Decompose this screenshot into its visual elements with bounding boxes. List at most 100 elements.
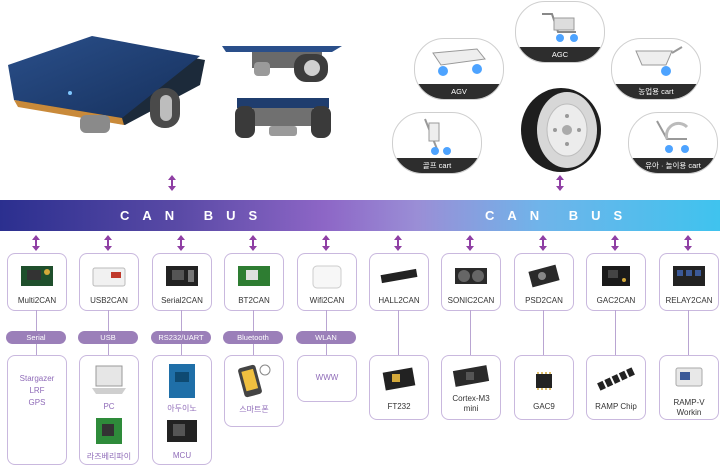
- endpoint-label: RAMP Chip: [595, 402, 637, 411]
- chip-strip-icon: [597, 367, 635, 391]
- module-card-sonic2can: SONIC2CAN: [441, 253, 501, 311]
- endpoint-card-serial: Stargazer LRF GPS: [7, 355, 67, 465]
- module-card-gac2can: GAC2CAN: [586, 253, 646, 311]
- connector-line: [253, 310, 254, 332]
- connector-line: [615, 310, 616, 355]
- application-label: 농업용 cart: [612, 84, 700, 99]
- arduino-icon: [169, 364, 195, 398]
- usb-box-icon: [92, 267, 126, 287]
- ramp-v-module-icon: [675, 367, 703, 387]
- module-card-relay2can: RELAY2CAN: [659, 253, 719, 311]
- double-arrow-icon: [555, 175, 565, 191]
- application-farm-cart: 농업용 cart: [611, 38, 701, 100]
- endpoint-card-uart: 아두이노 MCU: [152, 355, 212, 465]
- module-card-bt2can: BT2CAN: [224, 253, 284, 311]
- application-agc: AGC: [515, 1, 605, 63]
- module-name: BT2CAN: [238, 296, 270, 305]
- module-name: Multi2CAN: [17, 296, 57, 305]
- endpoint-label: Stargazer: [19, 374, 55, 383]
- endpoint-label: GPS: [28, 398, 46, 407]
- module-name: RELAY2CAN: [665, 296, 713, 305]
- connector-line: [108, 344, 109, 356]
- module-name: USB2CAN: [90, 296, 128, 305]
- endpoint-label: FT232: [387, 402, 411, 411]
- double-arrow-icon: [176, 235, 186, 251]
- connector-line: [688, 310, 689, 355]
- module-card-multi2can: Multi2CAN: [7, 253, 67, 311]
- connector-line: [398, 310, 399, 355]
- can-bus-band: [0, 200, 720, 231]
- stroller-icon: [656, 120, 689, 153]
- endpoint-label: mini: [463, 404, 479, 413]
- module-name: HALL2CAN: [378, 296, 420, 305]
- psd-icon: [528, 264, 560, 288]
- connector-line: [36, 344, 37, 356]
- endpoint-card-bluetooth: 스마트폰: [224, 355, 284, 427]
- connector-line: [36, 310, 37, 332]
- endpoint-label: Cortex-M3: [452, 394, 490, 403]
- interface-badge-serial: Serial: [6, 331, 66, 344]
- module-card-usb2can: USB2CAN: [79, 253, 139, 311]
- endpoint-card-wlan: WWW: [297, 355, 357, 402]
- module-name: Wifi2CAN: [309, 296, 345, 305]
- module-card-hall2can: HALL2CAN: [369, 253, 429, 311]
- hub-motor-image: [517, 86, 605, 174]
- wifi-box-icon: [312, 265, 342, 289]
- wheelbarrow-icon: [635, 46, 683, 76]
- application-label: AGC: [516, 47, 604, 62]
- relay-icon: [673, 266, 705, 286]
- board-icon: [21, 266, 53, 286]
- connector-line: [326, 344, 327, 356]
- endpoint-label: GAC9: [533, 402, 555, 411]
- module-card-psd2can: PSD2CAN: [514, 253, 574, 311]
- double-arrow-icon: [393, 235, 403, 251]
- double-arrow-icon: [610, 235, 620, 251]
- double-arrow-icon: [31, 235, 41, 251]
- module-name: GAC2CAN: [596, 296, 636, 305]
- module-card-serial2can: Serial2CAN: [152, 253, 212, 311]
- cortex-board-icon: [452, 365, 490, 387]
- interface-badge-bluetooth: Bluetooth: [223, 331, 283, 344]
- sensor-bar-icon: [380, 268, 418, 284]
- module-card-wifi2can: Wifi2CAN: [297, 253, 357, 311]
- cart-icon: [542, 13, 578, 42]
- interface-badge-usb: USB: [78, 331, 138, 344]
- endpoint-card-sonic: Cortex-M3 mini: [441, 355, 501, 420]
- connector-line: [470, 310, 471, 355]
- double-arrow-icon: [538, 235, 548, 251]
- application-agv: AGV: [414, 38, 504, 100]
- connector-line: [253, 344, 254, 356]
- endpoint-label: 아두이노: [167, 404, 197, 413]
- ft232-board-icon: [382, 367, 416, 391]
- robot-platform-image: [0, 30, 215, 140]
- endpoint-card-hall: FT232: [369, 355, 429, 420]
- application-stroller: 유아 · 놀이용 cart: [628, 112, 718, 174]
- connector-line: [181, 344, 182, 356]
- double-arrow-icon: [248, 235, 258, 251]
- double-arrow-icon: [465, 235, 475, 251]
- board-icon: [238, 266, 270, 286]
- smartphone-icon: [238, 364, 271, 398]
- connector-line: [108, 310, 109, 332]
- connector-line: [326, 310, 327, 332]
- mcu-board-icon: [167, 420, 197, 442]
- endpoint-card-usb: PC 라즈베리파이: [79, 355, 139, 465]
- golf-cart-icon: [424, 118, 451, 155]
- chip-icon: [536, 372, 552, 390]
- double-arrow-icon: [167, 175, 177, 191]
- can-bus-label-left: CAN BUS: [120, 208, 271, 223]
- module-name: SONIC2CAN: [447, 296, 495, 305]
- interface-badge-uart: RS232/UART: [151, 331, 211, 344]
- raspberry-pi-icon: [96, 418, 122, 444]
- application-label: 유아 · 놀이용 cart: [629, 158, 717, 173]
- endpoint-label: LRF: [29, 386, 45, 395]
- robot-side-view-image: [222, 40, 346, 82]
- board-icon: [166, 266, 198, 286]
- application-label: AGV: [415, 84, 503, 99]
- robot-front-view-image: [233, 96, 333, 140]
- connector-line: [181, 310, 182, 332]
- laptop-icon: [92, 365, 126, 394]
- double-arrow-icon: [683, 235, 693, 251]
- can-bus-label-right: CAN BUS: [485, 208, 636, 223]
- endpoint-label: MCU: [172, 451, 192, 460]
